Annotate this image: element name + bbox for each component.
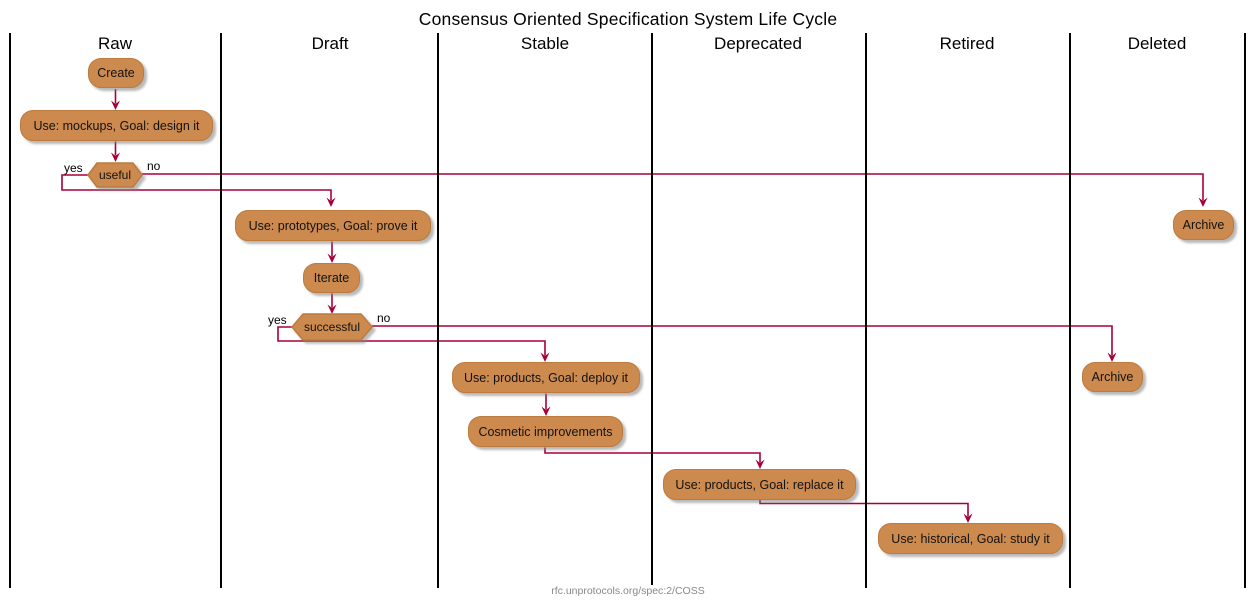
arrowhead [541,406,551,416]
footer-caption: rfc.unprotocols.org/spec:2/COSS [551,585,705,597]
activity-node-deploy: Use: products, Goal: deploy it [452,362,640,393]
diagram-title: Consensus Oriented Specification System … [418,9,838,29]
edge-useful-yes-to-prototypes [61,174,332,201]
edge-useful-no-to-archive1 [142,173,1204,201]
edge-replace-to-historical [759,500,969,517]
activity-node-archive-1: Archive [1173,210,1234,240]
activity-node-create: Create [88,58,144,88]
edge-successful-no-to-archive2 [372,325,1113,356]
activity-node-prototypes: Use: prototypes, Goal: prove it [235,210,431,241]
activity-node-iterate: Iterate [303,263,360,293]
arrowhead [540,352,550,362]
arrowhead [1198,197,1208,207]
edge-successful-yes-to-deploy [277,326,546,356]
decision-useful-shape [87,162,143,188]
activity-node-mockups: Use: mockups, Goal: design it [20,110,213,141]
lane-label-deprecated: Deprecated [714,34,802,53]
arrowhead [755,459,765,469]
arrowhead [1107,352,1117,362]
branch-label-useful-no: no [147,159,161,173]
arrowhead [963,513,973,523]
arrowhead [111,100,120,110]
arrowhead [327,304,337,314]
decision-useful-label: useful [98,168,132,182]
branch-label-successful-yes: yes [268,313,287,327]
lane-label-raw: Raw [97,34,133,53]
activity-node-historical: Use: historical, Goal: study it [878,523,1063,554]
lane-label-draft: Draft [311,34,349,53]
branch-label-useful-yes: yes [64,161,83,175]
decision-successful-label: successful [303,320,361,334]
arrowhead [327,253,337,263]
lane-label-retired: Retired [939,34,995,53]
branch-label-successful-no: no [377,311,391,325]
activity-node-archive-2: Archive [1082,362,1143,392]
activity-node-replace: Use: products, Goal: replace it [663,469,856,500]
arrowhead [326,197,336,207]
arrowhead [111,152,120,162]
lane-label-stable: Stable [520,34,570,53]
decision-successful-shape [291,313,373,341]
activity-node-cosmetic: Cosmetic improvements [468,416,623,447]
lane-label-deleted: Deleted [1127,34,1187,53]
